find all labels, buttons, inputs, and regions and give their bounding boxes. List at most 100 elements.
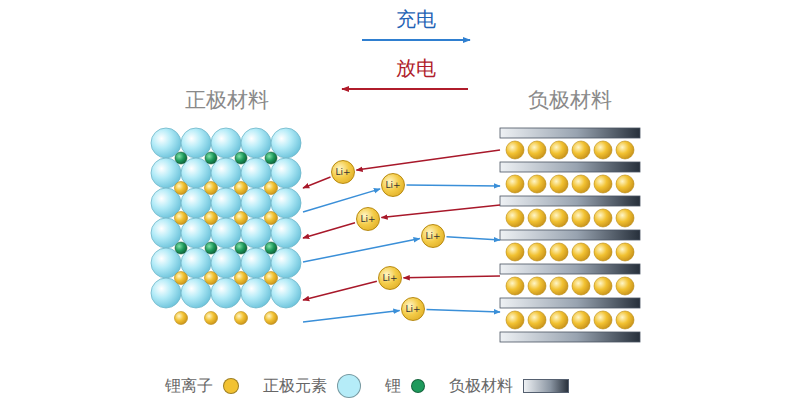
lithium-ion-dot — [235, 312, 248, 325]
lithium-atom — [205, 242, 217, 254]
discharge-path — [356, 150, 500, 170]
lithium-ion-dot — [528, 209, 546, 227]
lithium-ion: Li+ — [421, 224, 445, 248]
lithium-ion: Li+ — [401, 297, 425, 321]
anode-block: 负极材料 — [500, 126, 640, 342]
lithium-ion-dot — [235, 272, 248, 285]
lithium-ion-dot — [616, 141, 634, 159]
legend: 锂离子正极元素锂负极材料 — [165, 374, 569, 398]
anode-plate — [500, 196, 640, 206]
ion-label: Li+ — [425, 232, 440, 241]
lithium-ion-dot — [528, 141, 546, 159]
anode-layers — [500, 128, 640, 342]
lithium-ion-dot — [616, 243, 634, 261]
lithium-ion-dot — [616, 175, 634, 193]
lithium-ion-dot — [550, 277, 568, 295]
lithium-ion-dot — [175, 312, 188, 325]
lithium-ion-dot — [550, 175, 568, 193]
charge-path — [303, 239, 420, 262]
lithium-atom — [265, 242, 277, 254]
anode-plate — [500, 298, 640, 308]
lithium-ion-dot — [506, 277, 524, 295]
lithium-ion-dot — [572, 175, 590, 193]
lithium-ion-dot — [175, 272, 188, 285]
lithium-ion-dot — [550, 141, 568, 159]
lithium-ion-dot — [572, 141, 590, 159]
lithium-ion-dot — [235, 182, 248, 195]
lithium-atom — [175, 242, 187, 254]
lithium-ion-dot — [616, 209, 634, 227]
lithium-ion-dot — [506, 243, 524, 261]
lithium-ion-dot — [572, 243, 590, 261]
legend-bar-sample — [523, 379, 569, 393]
lithium-ion-dot — [550, 311, 568, 329]
legend-text: 锂 — [385, 376, 401, 397]
lithium-atom — [235, 152, 247, 164]
lithium-ion-dot — [205, 312, 218, 325]
lithium-ion-dot — [265, 212, 278, 225]
legend-text: 负极材料 — [449, 376, 513, 397]
lithium-ion-dot — [175, 212, 188, 225]
ion-label: Li+ — [382, 274, 397, 283]
discharge-path — [404, 276, 501, 278]
anode-plate — [500, 128, 640, 138]
lithium-ion-dot — [235, 212, 248, 225]
lithium-ion-dot — [506, 209, 524, 227]
anode-plate — [500, 264, 640, 274]
lithium-ion-dot — [265, 312, 278, 325]
lithium-ion-dot — [506, 311, 524, 329]
lithium-atom — [235, 242, 247, 254]
lithium-ion-dot — [205, 272, 218, 285]
anode-plate — [500, 332, 640, 342]
lithium-ion-dot — [594, 277, 612, 295]
lithium-ion-dot — [265, 182, 278, 195]
lithium-ion-dot — [550, 243, 568, 261]
lithium-ion-dot — [572, 277, 590, 295]
lithium-atom — [205, 152, 217, 164]
lithium-ion-dot — [616, 277, 634, 295]
legend-swatch — [411, 379, 425, 393]
cathode-lattice — [151, 128, 301, 325]
cathode-atom — [241, 128, 271, 158]
lithium-ion-dot — [506, 141, 524, 159]
legend-text: 锂离子 — [165, 376, 213, 397]
lithium-ion-dot — [594, 209, 612, 227]
cathode-atom — [181, 128, 211, 158]
lithium-ion-dot — [550, 209, 568, 227]
lithium-ion: Li+ — [378, 266, 402, 290]
charge-path — [303, 311, 400, 322]
lithium-atom — [175, 152, 187, 164]
cathode-atom — [271, 128, 301, 158]
lithium-ion-dot — [175, 182, 188, 195]
ion-label: Li+ — [360, 215, 375, 224]
charge-path — [447, 237, 501, 240]
cathode-atom — [151, 128, 181, 158]
lithium-ion: Li+ — [381, 173, 405, 197]
discharge-path — [303, 177, 331, 188]
discharge-path — [303, 281, 377, 300]
lithium-ion-dot — [506, 175, 524, 193]
charge-path — [407, 184, 501, 186]
cathode-atom — [211, 128, 241, 158]
lithium-ion-dot — [594, 311, 612, 329]
discharge-path — [381, 205, 500, 218]
ion-label: Li+ — [385, 181, 400, 190]
material-heading: 负极材料 — [480, 86, 660, 114]
discharge-path — [303, 223, 355, 238]
lithium-atom — [265, 152, 277, 164]
anode-plate — [500, 162, 640, 172]
legend-swatch — [337, 374, 361, 398]
lithium-ion-dot — [265, 272, 278, 285]
material-heading: 正极材料 — [130, 86, 323, 114]
lithium-ion-dot — [594, 141, 612, 159]
discharge-label: 放电 — [396, 55, 436, 82]
charge-arrow — [362, 39, 470, 41]
charge-path — [427, 310, 501, 313]
lithium-ion-dot — [594, 243, 612, 261]
legend-swatch — [223, 378, 239, 394]
lithium-ion-dot — [594, 175, 612, 193]
lithium-ion-dot — [205, 182, 218, 195]
lithium-ion-dot — [205, 212, 218, 225]
ion-label: Li+ — [335, 168, 350, 177]
